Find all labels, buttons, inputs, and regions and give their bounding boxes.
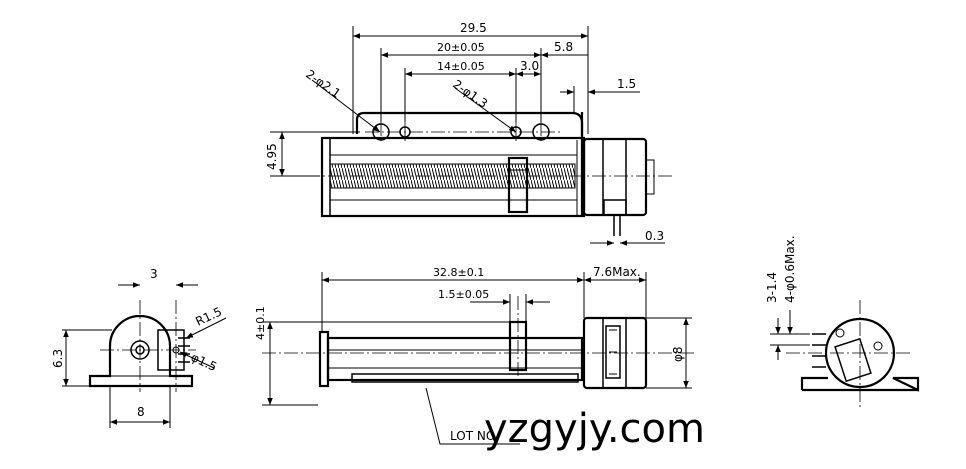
- left-view: 6.3 3 8 R1.5 φ1.5: [51, 267, 227, 428]
- dim-5-8: 5.8: [554, 40, 573, 54]
- dim-left-height: 6.3: [51, 349, 65, 368]
- dim-pin-0-3: 0.3: [645, 229, 664, 243]
- dim-left-radius: R1.5: [193, 304, 224, 328]
- callout-small-holes: 2-φ1.3: [450, 77, 490, 111]
- dim-4-95: 4.95: [265, 143, 279, 170]
- watermark: yzgyjy.com: [484, 406, 705, 452]
- dim-hole-spacing-outer: 20±0.05: [437, 41, 485, 54]
- top-view: 29.5 20±0.05 5.8 14±0.05 3.0 1.5 2-φ2.1 …: [265, 21, 672, 246]
- lot-number-callout: LOT NO.: [450, 429, 499, 443]
- dim-3-0: 3.0: [520, 59, 539, 73]
- dim-1-5: 1.5: [617, 77, 636, 91]
- dim-nut: 1.5±0.05: [438, 288, 489, 301]
- dim-diameter-8: φ8: [671, 346, 685, 362]
- dim-overall-length: 29.5: [460, 21, 487, 35]
- front-view: 32.8±0.1 7.6Max. 1.5±0.05 4±0.1 φ8 LOT N…: [254, 265, 696, 445]
- dim-body-length: 32.8±0.1: [433, 266, 484, 279]
- dim-right-pins: 4-φ0.6Max.: [783, 235, 797, 303]
- dim-left-width-3: 3: [150, 267, 158, 281]
- dim-left-diameter: φ1.5: [189, 350, 219, 374]
- right-view: 3-1.4 4-φ0.6Max.: [765, 235, 920, 410]
- callout-large-holes: 2-φ2.1: [303, 67, 343, 101]
- dim-motor-max: 7.6Max.: [593, 265, 641, 279]
- dim-height-4: 4±0.1: [254, 306, 267, 340]
- dim-right-pitch: 3-1.4: [765, 272, 779, 303]
- dim-hole-spacing-inner: 14±0.05: [437, 60, 485, 73]
- dim-left-width-8: 8: [137, 405, 145, 419]
